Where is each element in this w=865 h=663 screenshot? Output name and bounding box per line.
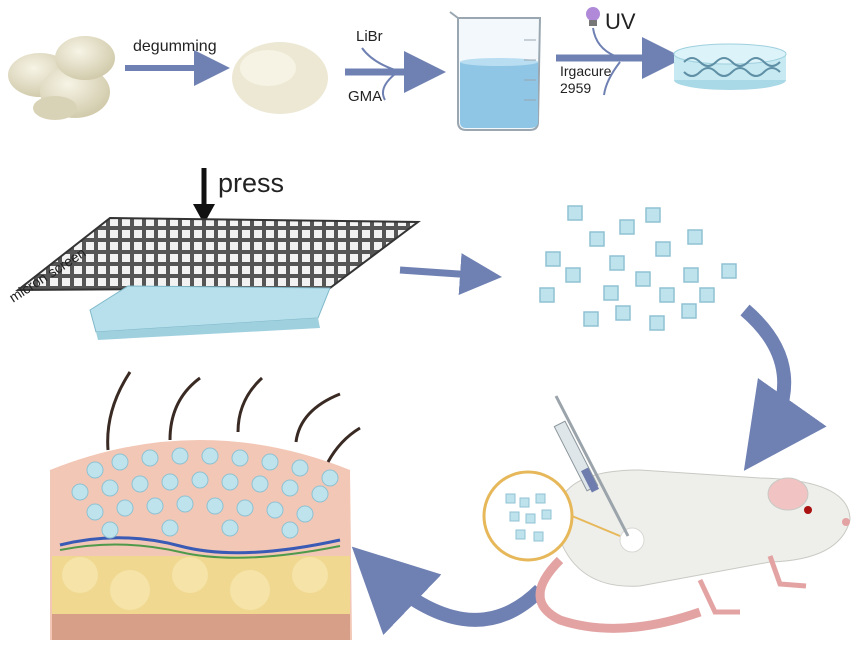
label-press: press xyxy=(218,168,285,198)
mouse-icon xyxy=(535,469,851,633)
label-irgacure-line1: Irgacure xyxy=(560,63,612,79)
arrow-crosslink xyxy=(556,27,684,96)
curved-arrow-left xyxy=(351,546,545,636)
hydrogel-slab-icon xyxy=(89,285,331,340)
silk-cocoons-icon xyxy=(8,36,115,120)
syringe-icon xyxy=(553,395,630,537)
arrow-to-particles xyxy=(399,253,502,296)
magnified-circle-icon xyxy=(482,470,621,562)
label-uv: UV xyxy=(605,9,636,34)
uv-lamp-icon xyxy=(586,7,600,26)
skin-cross-section-icon xyxy=(50,371,361,640)
beaker-icon xyxy=(449,11,542,131)
hydrogel-disc-icon xyxy=(673,43,787,90)
arrow-dissolve xyxy=(345,47,446,101)
label-irgacure-line2: 2959 xyxy=(560,80,592,96)
microgel-particles-icon xyxy=(539,205,737,331)
label-libr: LiBr xyxy=(356,28,383,45)
press-arrow-icon xyxy=(193,168,215,224)
curved-arrow-down xyxy=(740,304,827,471)
degummed-fiber-icon xyxy=(232,42,328,114)
label-gma: GMA xyxy=(348,88,383,105)
label-degumming: degumming xyxy=(133,38,217,55)
